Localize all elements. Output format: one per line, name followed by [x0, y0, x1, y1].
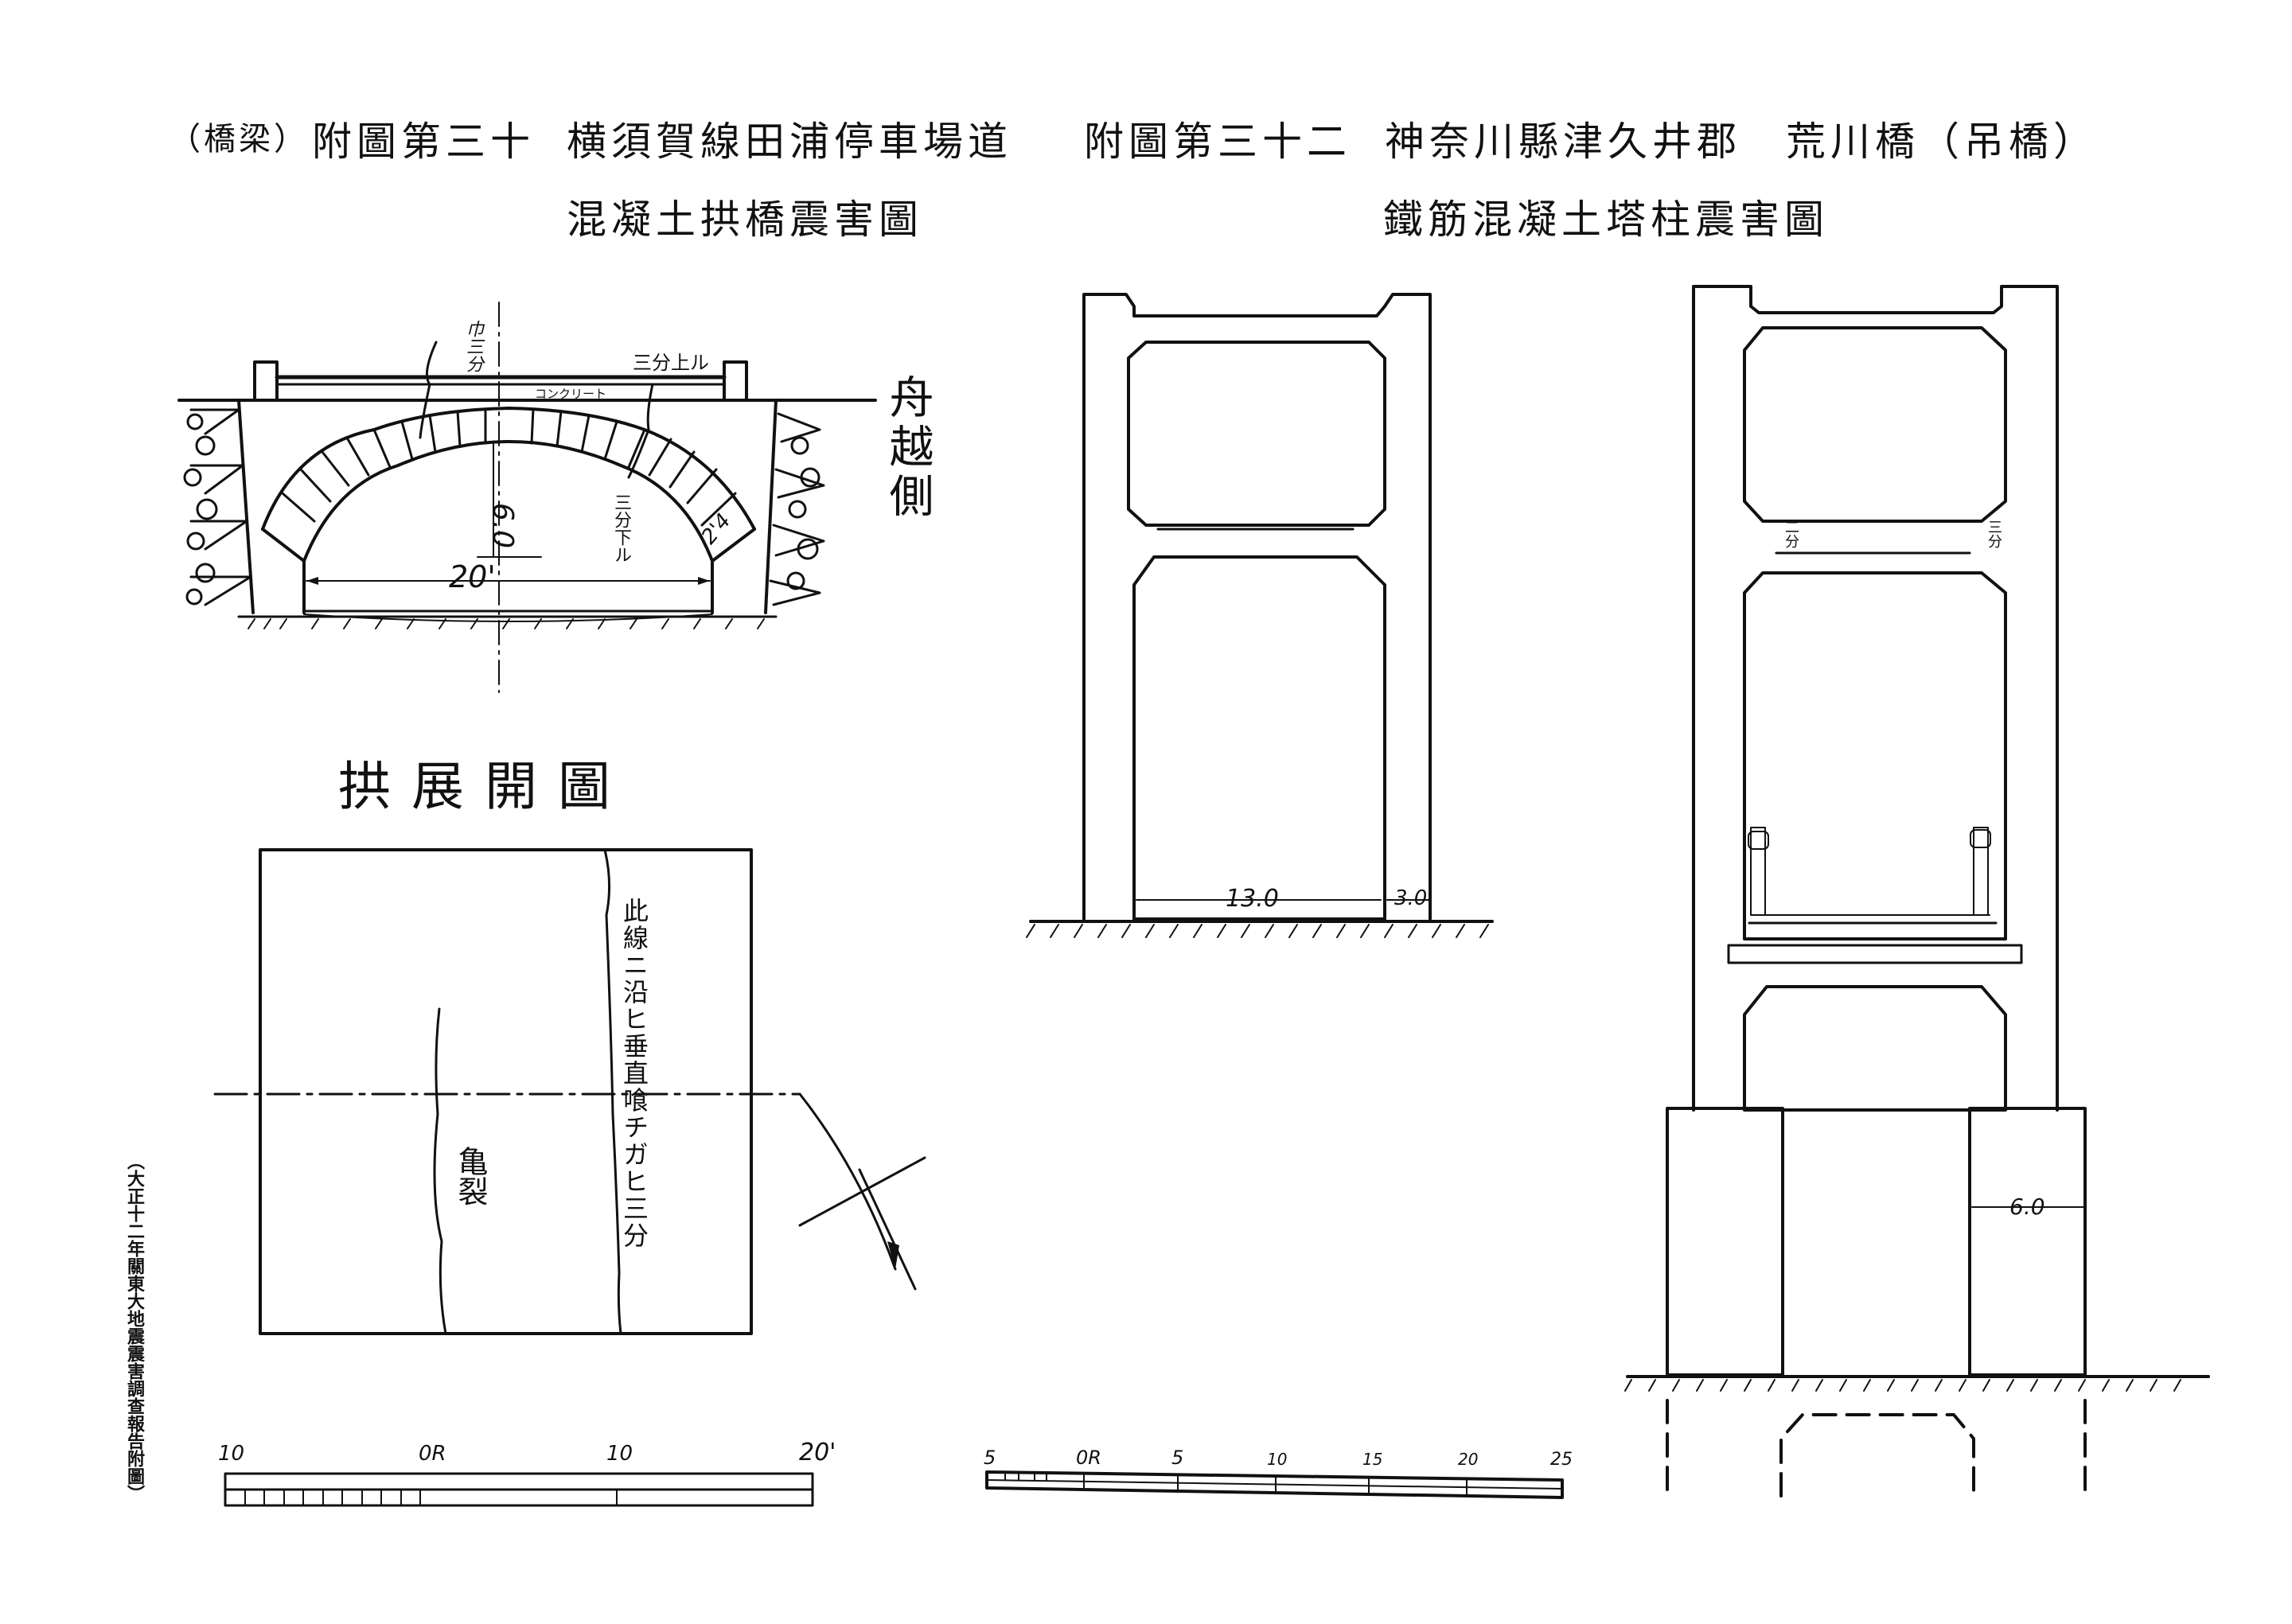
base-width: 6.0 — [2009, 1194, 2045, 1220]
left-scale-bar — [224, 1472, 814, 1507]
arch-development — [213, 848, 926, 1335]
arch-bridge-elevation — [177, 302, 877, 693]
right-scale-label: 5 — [984, 1447, 996, 1469]
rise-dimension: 6.0 — [486, 502, 520, 549]
right-scale-bar — [985, 1470, 1564, 1499]
span-dimension: 20' — [449, 559, 496, 594]
right-crack-label: 三分 — [1986, 520, 2002, 548]
left-crack-label: 二分 — [1783, 520, 1799, 548]
right-plate-title-line2: 鐵筋混凝土塔柱震害圖 — [1383, 197, 1829, 243]
tower1-inner-width: 13.0 — [1226, 885, 1279, 913]
right-scale-label: 5 — [1171, 1447, 1184, 1469]
development-title: 拱展開圖 — [338, 756, 631, 817]
tower1-column-width: 3.0 — [1394, 886, 1428, 910]
right-scale-label: 10 — [1267, 1450, 1288, 1469]
left-plate-title-line2: 混凝土拱橋震害圖 — [567, 197, 923, 243]
left-plate-number: 附圖第三十 — [312, 119, 535, 165]
left-scale-label: 10 — [218, 1442, 245, 1466]
left-plate-title-line1: 横須賀線田浦停車場道 — [567, 119, 1012, 165]
crack-width-label: 巾三分 — [463, 320, 483, 372]
right-plate-number: 附圖第三十二 — [1084, 119, 1351, 165]
offset-note: 此線ニ沿ヒ垂直喰チガヒ三分 — [619, 898, 649, 1249]
right-scale-label: 20 — [1458, 1450, 1479, 1469]
margin-note: （大正十二年關東大地震震害調查報告附圖） — [124, 1152, 144, 1502]
side-label: 舟越側 — [882, 374, 934, 522]
drop-label: 三分下ル — [611, 493, 631, 563]
right-plate-title-line1: 神奈川縣津久井郡 荒川橋（吊橋） — [1385, 119, 2098, 165]
concrete-label: コンクリート — [535, 387, 607, 401]
left-scale-label: 10 — [606, 1442, 633, 1466]
right-scale-label: 25 — [1550, 1450, 1573, 1470]
rise-label: 三分上ル — [633, 352, 709, 374]
right-scale-label: 15 — [1362, 1450, 1383, 1469]
category-label: （橋梁） — [169, 121, 309, 158]
right-scale-label: 0R — [1076, 1447, 1101, 1469]
crack-label: 亀裂 — [453, 1146, 488, 1206]
tower-2 — [1624, 285, 2210, 1497]
left-scale-label: 0R — [419, 1442, 446, 1466]
left-scale-label: 20' — [799, 1439, 836, 1466]
tower-1 — [1026, 293, 1494, 938]
